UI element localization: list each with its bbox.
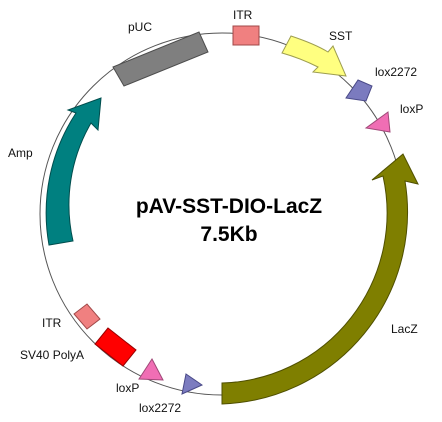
amp-arrow — [45, 97, 102, 246]
itr-top-label: ITR — [233, 8, 253, 22]
plasmid-size: 7.5Kb — [200, 223, 257, 246]
loxp-top-feature: loxP — [364, 102, 423, 133]
loxp-top-label: loxP — [400, 102, 423, 116]
loxp-top-triangle — [364, 111, 391, 133]
lox2272-bottom-feature: lox2272 — [139, 373, 204, 415]
sst-feature: SST — [281, 29, 353, 77]
itr-top-feature: ITR — [232, 8, 260, 46]
lox2272-top-feature: lox2272 — [345, 65, 417, 102]
amp-label: Amp — [8, 146, 33, 160]
loxp-bottom-triangle — [138, 358, 164, 381]
lacz-feature: LacZ — [221, 153, 419, 405]
itr-top-block — [232, 25, 260, 46]
sst-label: SST — [329, 29, 353, 43]
sst-arrow — [281, 35, 347, 77]
sv40-polya-label: SV40 PolyA — [20, 348, 84, 362]
lox2272-top-label: lox2272 — [375, 65, 417, 79]
itr-bottom-feature: ITR — [42, 303, 101, 330]
sv40-polya-feature: SV40 PolyA — [20, 327, 137, 367]
loxp-bottom-label: loxP — [116, 381, 139, 395]
amp-feature: Amp — [8, 97, 102, 246]
plasmid-name: pAV-SST-DIO-LacZ — [136, 195, 322, 218]
sv40-polya-block — [94, 327, 137, 367]
puc-feature: pUC — [112, 20, 209, 87]
lox2272-bottom-label: lox2272 — [139, 401, 181, 415]
puc-block — [112, 31, 209, 87]
lox2272-bottom-triangle — [181, 373, 204, 395]
lacz-arrow — [221, 153, 419, 405]
lacz-label: LacZ — [391, 322, 418, 336]
puc-label: pUC — [128, 20, 152, 34]
itr-bottom-label: ITR — [42, 316, 62, 330]
lox2272-top-triangle — [345, 79, 373, 102]
loxp-bottom-feature: loxP — [116, 358, 164, 395]
itr-bottom-block — [73, 303, 101, 330]
